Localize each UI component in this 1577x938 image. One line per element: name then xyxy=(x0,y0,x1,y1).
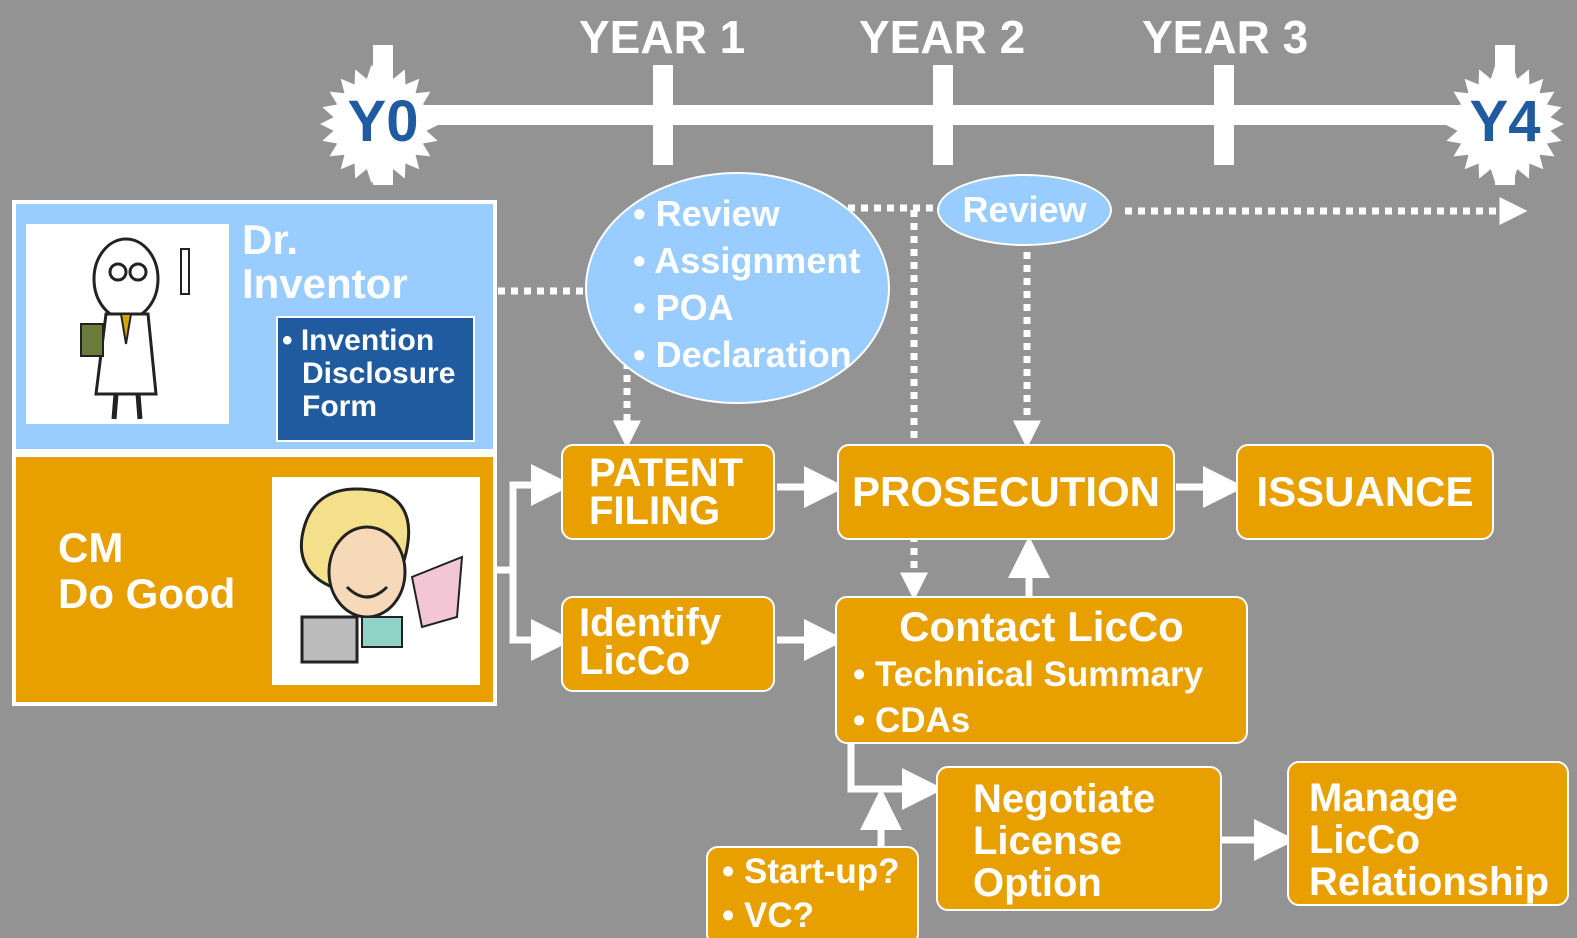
manage-line3: Relationship xyxy=(1309,860,1550,904)
arrow-contact-to-negotiate xyxy=(847,740,944,810)
manager-clipart-icon xyxy=(299,487,464,664)
task-declaration: Declaration xyxy=(633,331,888,378)
contact-licco-title: Contact LicCo xyxy=(899,603,1184,650)
issuance-box: ISSUANCE xyxy=(1236,444,1494,540)
patent-filing-line2: FILING xyxy=(589,489,721,533)
year-1-label: YEAR 1 xyxy=(579,11,746,63)
startup-vc-list: Start-up? VC? xyxy=(722,850,917,938)
contact-bullet-cdas: CDAs xyxy=(853,698,1246,744)
inventor-title: Dr. Inventor xyxy=(242,218,408,306)
task-assignment: Assignment xyxy=(633,237,888,284)
arrow-cm-split xyxy=(497,464,573,574)
negotiate-line1: Negotiate xyxy=(973,777,1156,821)
startup-item: Start-up? xyxy=(722,850,917,894)
review-tasks-oval: Review Assignment POA Declaration xyxy=(585,172,890,404)
prosecution-box: PROSECUTION xyxy=(837,444,1175,540)
task-review: Review xyxy=(633,190,888,237)
inventor-title-line2: Inventor xyxy=(242,260,408,307)
manage-line2: LicCo xyxy=(1309,818,1421,862)
identify-line2: LicCo xyxy=(579,639,691,683)
contact-licco-box: Contact LicCo Technical Summary CDAs xyxy=(835,596,1248,744)
year-3-label: YEAR 3 xyxy=(1142,11,1309,63)
form-line-1: • Invention xyxy=(282,324,435,357)
manage-licco-relationship-box: Manage LicCo Relationship xyxy=(1287,761,1569,906)
form-line-3: Form xyxy=(302,390,377,423)
patent-filing-line1: PATENT xyxy=(589,451,744,495)
identify-line1: Identify xyxy=(579,601,722,645)
cm-title-line1: CM xyxy=(58,524,124,571)
inventor-image xyxy=(26,224,229,424)
negotiate-line2: License xyxy=(973,819,1122,863)
y4-label: Y4 xyxy=(1469,89,1541,154)
manage-line1: Manage xyxy=(1309,776,1458,820)
starburst-y0 xyxy=(320,64,440,184)
form-line-2: Disclosure xyxy=(302,357,456,390)
patent-filing-box: PATENT FILING xyxy=(561,444,775,540)
vc-item: VC? xyxy=(722,894,917,938)
inventor-title-line1: Dr. xyxy=(242,216,299,263)
task-poa: POA xyxy=(633,284,888,331)
contact-bullet-technical-summary: Technical Summary xyxy=(853,652,1246,698)
startup-vc-box: Start-up? VC? xyxy=(706,846,919,938)
cm-title: CM Do Good xyxy=(58,525,235,617)
arrow-cm-to-identify xyxy=(509,570,573,661)
cm-title-line2: Do Good xyxy=(58,570,236,617)
review-task-list: Review Assignment POA Declaration xyxy=(633,190,888,378)
negotiate-line3: Option xyxy=(973,861,1102,905)
contact-licco-bullets: Technical Summary CDAs xyxy=(853,652,1246,744)
review-oval: Review xyxy=(937,174,1112,246)
year-2-label: YEAR 2 xyxy=(859,11,1026,63)
invention-disclosure-form: • Invention Disclosure Form xyxy=(276,316,475,442)
identify-licco-box: Identify LicCo xyxy=(561,596,775,692)
cm-image xyxy=(272,477,480,685)
negotiate-license-option-box: Negotiate License Option xyxy=(936,766,1222,911)
starburst-y4 xyxy=(1444,64,1564,184)
y0-label: Y0 xyxy=(347,89,419,154)
cm-panel: CM Do Good xyxy=(12,453,497,706)
scientist-clipart-icon xyxy=(80,237,190,420)
inventor-panel: Dr. Inventor • Invention Disclosure Form xyxy=(12,200,497,453)
